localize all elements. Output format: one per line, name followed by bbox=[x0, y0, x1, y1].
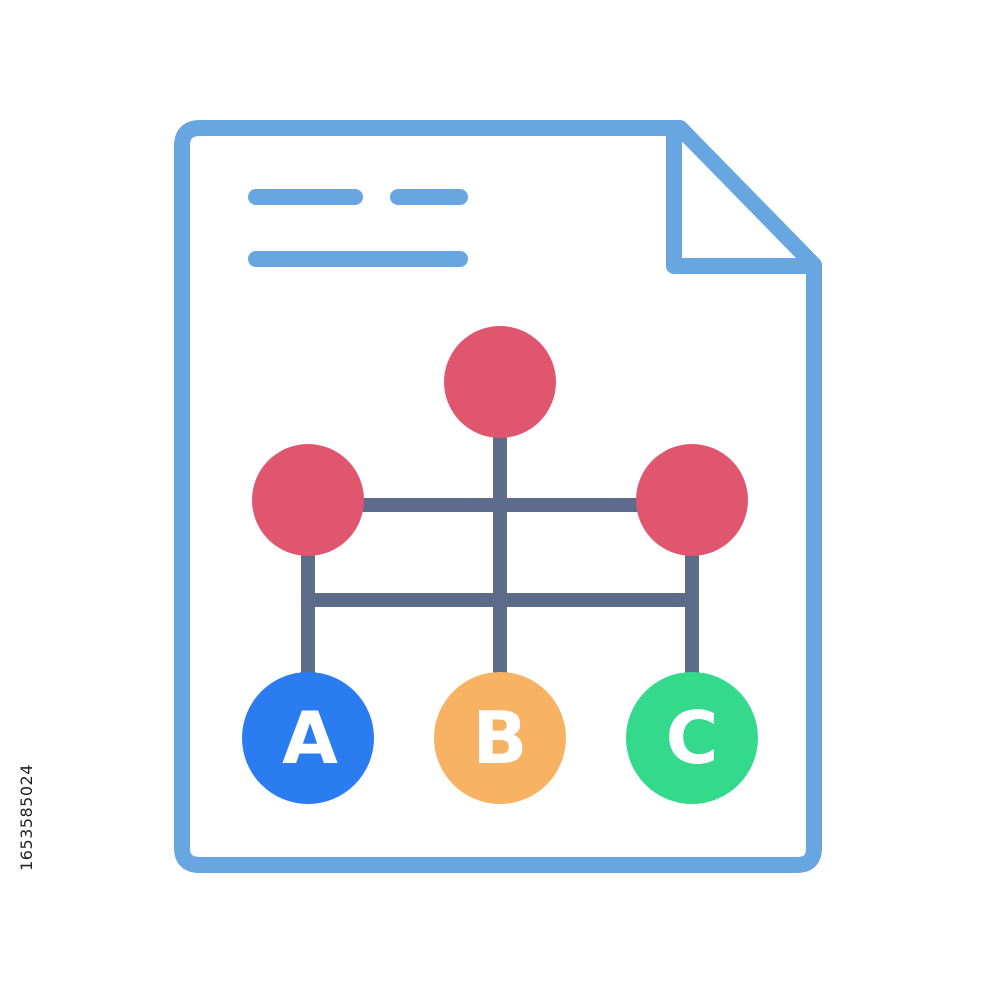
leaf-node-c: C bbox=[626, 672, 758, 804]
right-node bbox=[636, 444, 748, 556]
stock-id-watermark: 1653585024 bbox=[14, 752, 38, 882]
leaf-node-b-label: B bbox=[473, 696, 528, 780]
leaf-node-b: B bbox=[434, 672, 566, 804]
leaf-node-a: A bbox=[242, 672, 374, 804]
leaf-node-a-label: A bbox=[282, 696, 338, 780]
folded-corner bbox=[666, 128, 814, 274]
leaf-node-c-label: C bbox=[666, 696, 719, 780]
top-node bbox=[444, 326, 556, 438]
stock-id-text: 1653585024 bbox=[16, 763, 36, 871]
left-node bbox=[252, 444, 364, 556]
